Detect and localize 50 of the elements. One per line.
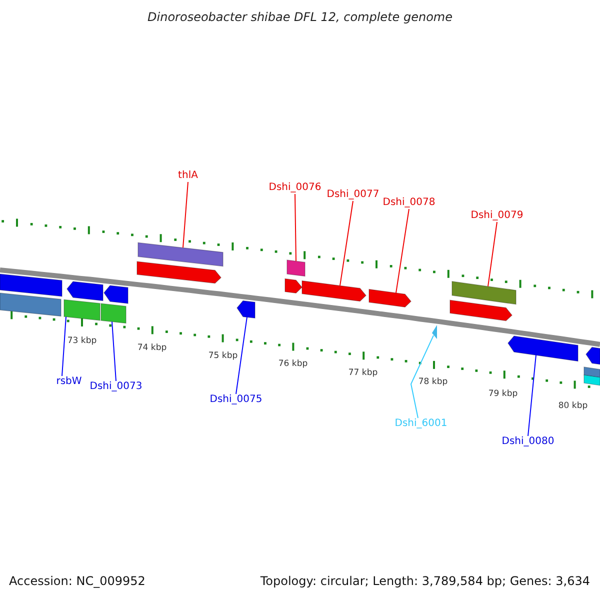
gene-block (136, 261, 222, 284)
gene-block (508, 336, 578, 362)
leader-line (528, 354, 536, 436)
leader-line (294, 194, 296, 262)
scale-label: 75 kbp (208, 350, 238, 362)
leader-line (340, 200, 354, 286)
gene-block (452, 280, 516, 305)
gene-label: thlA (178, 170, 198, 182)
accession-text: Accession: NC_009952 (9, 575, 146, 587)
gene-block (584, 374, 600, 386)
gene-block (584, 366, 600, 378)
gene-block (368, 288, 412, 308)
gene-label: Dshi_0076 (268, 182, 322, 194)
gene-block (286, 260, 306, 277)
gene-label: Dshi_6001 (394, 418, 448, 430)
scale-label: 79 kbp (488, 388, 518, 400)
gene-block (586, 346, 600, 365)
leader-line (396, 208, 410, 294)
scale-label: 76 kbp (278, 358, 308, 370)
gene-marker (432, 325, 437, 339)
leader-line (410, 334, 434, 418)
scale-label: 80 kbp (558, 400, 588, 412)
gene-block (104, 285, 128, 304)
gene-block (64, 299, 100, 321)
gene-label: Dshi_0080 (502, 436, 554, 448)
gene-block (236, 300, 256, 319)
gene-block (138, 242, 224, 267)
gene-block (0, 292, 62, 317)
scale-label: 78 kbp (418, 376, 448, 388)
gene-label: Dshi_0073 (90, 381, 142, 393)
gene-block (450, 300, 513, 322)
gene-label: Dshi_0075 (210, 394, 262, 406)
scale-label: 74 kbp (137, 342, 167, 354)
gene-block (0, 274, 62, 297)
gene-label: Dshi_0079 (470, 210, 524, 222)
leader-line (62, 316, 66, 376)
gene-block (100, 303, 126, 324)
leader-line (112, 321, 116, 382)
scale-label: 73 kbp (67, 335, 97, 347)
gene-label: Dshi_0078 (382, 197, 436, 209)
gene-label: Dshi_0077 (326, 189, 380, 201)
gene-block (284, 278, 303, 294)
gene-block (66, 281, 104, 302)
leader-line (182, 182, 188, 248)
genome-info-text: Topology: circular; Length: 3,789,584 bp; Genes: 3,634 (260, 575, 590, 587)
gene-label: rsbW (56, 376, 82, 388)
leader-line (236, 316, 248, 394)
title: Dinoroseobacter shibae DFL 12, complete genome (148, 11, 452, 23)
leader-line (488, 222, 498, 287)
scale-label: 77 kbp (348, 367, 378, 379)
